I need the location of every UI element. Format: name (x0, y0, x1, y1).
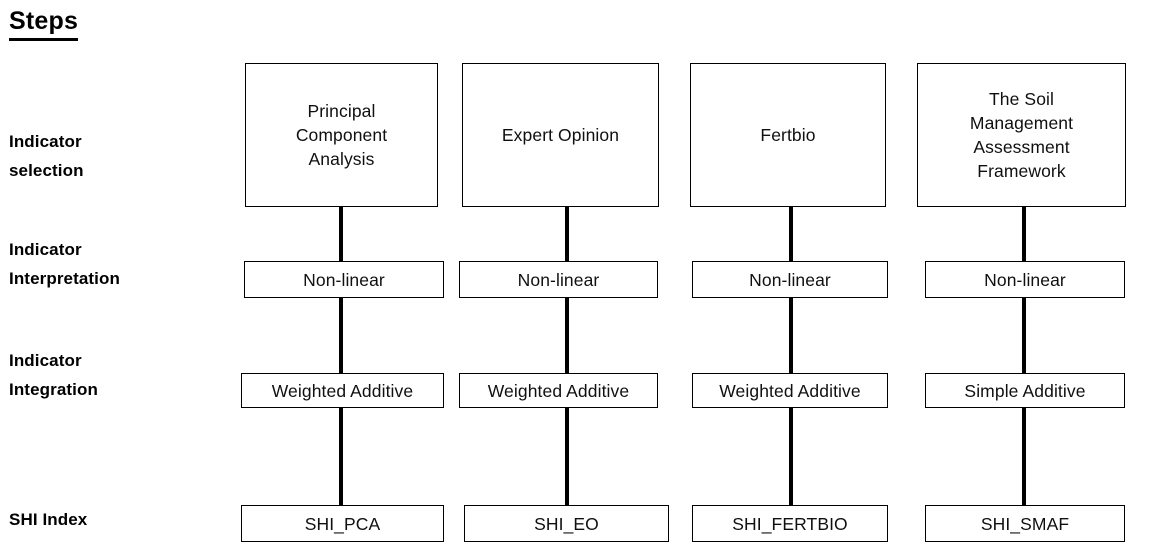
page-title: Steps (9, 6, 79, 41)
node-smaf-index[interactable]: SHI_SMAF (925, 505, 1125, 542)
connector-fertbio-interpretation-to-integration (789, 297, 793, 383)
node-pca-interpretation[interactable]: Non-linear (244, 261, 444, 298)
connector-smaf-selection-to-interpretation (1022, 205, 1026, 283)
connector-fertbio-selection-to-interpretation (789, 205, 793, 283)
connector-eo-selection-to-interpretation (565, 205, 569, 283)
node-eo-integration[interactable]: Weighted Additive (459, 373, 658, 408)
node-smaf-integration[interactable]: Simple Additive (925, 373, 1125, 408)
node-eo-selection[interactable]: Expert Opinion (462, 63, 659, 207)
node-smaf-interpretation[interactable]: Non-linear (925, 261, 1125, 298)
node-fertbio-interpretation[interactable]: Non-linear (692, 261, 888, 298)
connector-eo-interpretation-to-integration (565, 297, 569, 383)
connector-smaf-integration-to-index (1022, 405, 1026, 509)
node-fertbio-integration[interactable]: Weighted Additive (692, 373, 888, 408)
connector-pca-integration-to-index (339, 405, 343, 509)
node-eo-index[interactable]: SHI_EO (464, 505, 669, 542)
connector-pca-selection-to-interpretation (339, 205, 343, 283)
node-smaf-selection[interactable]: The Soil Management Assessment Framework (917, 63, 1126, 207)
connector-fertbio-integration-to-index (789, 405, 793, 509)
row-label-indicator-selection: Indicator selection (9, 132, 84, 180)
row-label-indicator-integration: Indicator Integration (9, 351, 98, 399)
row-label-shi-index: SHI Index (9, 510, 88, 529)
node-pca-index[interactable]: SHI_PCA (241, 505, 444, 542)
node-fertbio-index[interactable]: SHI_FERTBIO (692, 505, 888, 542)
connector-pca-interpretation-to-integration (339, 297, 343, 383)
connector-smaf-interpretation-to-integration (1022, 297, 1026, 383)
node-fertbio-selection[interactable]: Fertbio (690, 63, 886, 207)
node-pca-selection[interactable]: Principal Component Analysis (245, 63, 438, 207)
node-eo-interpretation[interactable]: Non-linear (459, 261, 658, 298)
node-pca-integration[interactable]: Weighted Additive (241, 373, 444, 408)
row-label-indicator-interpretation: Indicator Interpretation (9, 240, 120, 288)
connector-eo-integration-to-index (565, 405, 569, 509)
page-title-text: Steps (9, 6, 79, 41)
